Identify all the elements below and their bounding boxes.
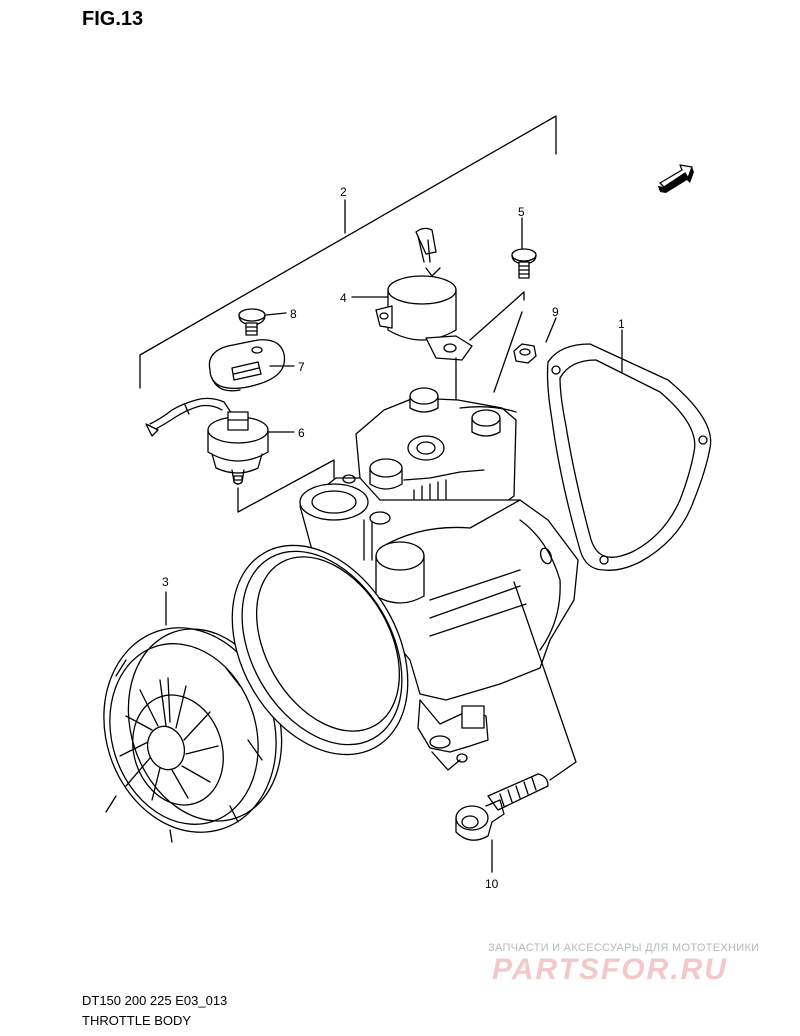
callout-7: 7 <box>298 360 305 374</box>
callout-5: 5 <box>518 205 525 219</box>
bolt-10-leader <box>513 581 577 781</box>
part-6-sensor <box>145 397 269 485</box>
part-8-screw <box>238 308 266 336</box>
fwd-arrow: FWD <box>658 164 694 193</box>
callout-leaders <box>265 217 623 873</box>
part-7-cover-plate <box>208 339 286 392</box>
part-1-gasket <box>546 343 712 571</box>
callout-3: 3 <box>162 575 169 589</box>
sensor-leader-bracket <box>237 459 335 513</box>
part-5-screw <box>511 248 537 279</box>
callout-10: 10 <box>485 877 499 891</box>
watermark-text: ЗАПЧАСТИ И АКСЕССУАРЫ ДЛЯ МОТОТЕХНИКИ <box>488 942 760 954</box>
part-10-bolt <box>455 773 549 873</box>
model-code: DT150 200 225 E03_013 <box>82 993 228 1008</box>
part-4-tps <box>375 227 473 361</box>
callout-6: 6 <box>298 426 305 440</box>
callout-8: 8 <box>290 307 297 321</box>
callout-1: 1 <box>618 317 625 331</box>
figure-title: FIG.13 <box>82 8 144 30</box>
part-9-nut <box>493 311 537 393</box>
throttle-body <box>231 387 579 771</box>
callout-4: 4 <box>340 291 347 305</box>
watermark-logo: PARTSFOR.RU <box>492 953 728 986</box>
callout-9: 9 <box>552 305 559 319</box>
part-group-name: THROTTLE BODY <box>82 1013 192 1028</box>
callout-2: 2 <box>340 185 347 199</box>
assembly-bracket-2 <box>139 115 557 389</box>
